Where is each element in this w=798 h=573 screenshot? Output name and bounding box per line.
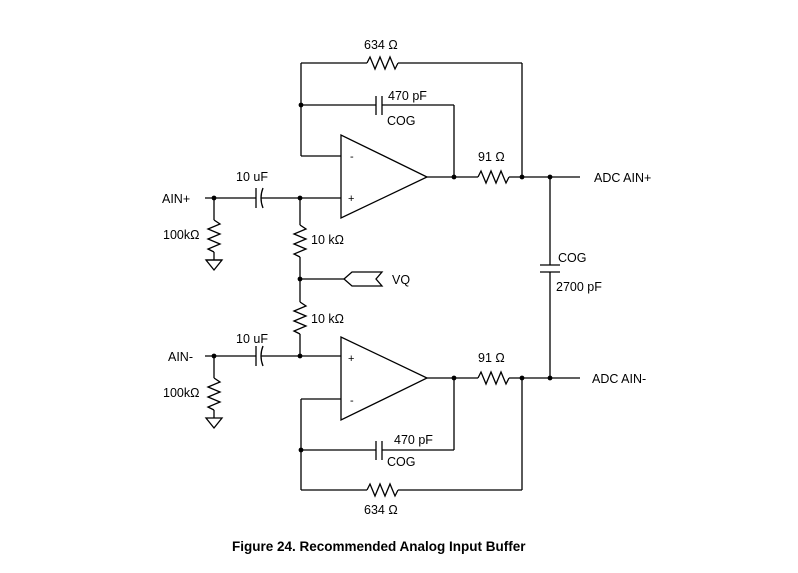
label-c-diff-type: COG xyxy=(558,251,586,265)
label-c-diff: 2700 pF xyxy=(556,280,602,294)
label-c-fb-top-type: COG xyxy=(387,114,415,128)
vq-port-icon xyxy=(343,271,384,287)
label-adc-ain-pos: ADC AIN+ xyxy=(594,171,651,185)
ground-icon xyxy=(204,417,224,430)
label-ain-pos: AIN+ xyxy=(162,192,190,206)
diff-cap xyxy=(540,177,560,378)
resistor-634-bot xyxy=(366,482,399,498)
resistor-100k-top xyxy=(206,219,222,253)
resistor-91-bot xyxy=(477,370,510,386)
label-c-fb-bot-type: COG xyxy=(387,455,415,469)
resistor-634-top xyxy=(366,55,399,71)
opamp-top xyxy=(340,133,429,220)
label-r-bias-bot: 10 kΩ xyxy=(311,312,344,326)
label-vq: VQ xyxy=(392,273,410,287)
opamp-bottom-minus: - xyxy=(350,395,354,407)
opamp-bottom-plus: + xyxy=(348,353,354,365)
resistor-10k-bot xyxy=(292,301,308,335)
label-r-fb-bot: 634 Ω xyxy=(364,503,398,517)
label-r-bias-top: 10 kΩ xyxy=(311,233,344,247)
label-r-fb-top: 634 Ω xyxy=(364,38,398,52)
opamp-top-plus: + xyxy=(348,193,354,205)
opamp-top-minus: - xyxy=(350,151,354,163)
top-channel: - + xyxy=(204,55,580,272)
resistor-91-top xyxy=(477,169,510,185)
figure-caption: Figure 24. Recommended Analog Input Buff… xyxy=(232,539,526,554)
resistor-10k-top xyxy=(292,224,308,258)
label-ain-neg: AIN- xyxy=(168,350,193,364)
label-c-fb-bot: 470 pF xyxy=(394,433,433,447)
label-c-in-bot: 10 uF xyxy=(236,332,268,346)
label-r-in-bot: 100kΩ xyxy=(163,386,199,400)
label-adc-ain-neg: ADC AIN- xyxy=(592,372,646,386)
ground-icon xyxy=(204,259,224,272)
label-r-out-bot: 91 Ω xyxy=(478,351,505,365)
label-r-out-top: 91 Ω xyxy=(478,150,505,164)
label-r-in-top: 100kΩ xyxy=(163,228,199,242)
bottom-channel: + - xyxy=(204,335,580,498)
opamp-bottom xyxy=(340,335,429,422)
label-c-fb-top: 470 pF xyxy=(388,89,427,103)
label-c-in-top: 10 uF xyxy=(236,170,268,184)
resistor-100k-bot xyxy=(206,377,222,411)
bias-network xyxy=(211,195,384,359)
